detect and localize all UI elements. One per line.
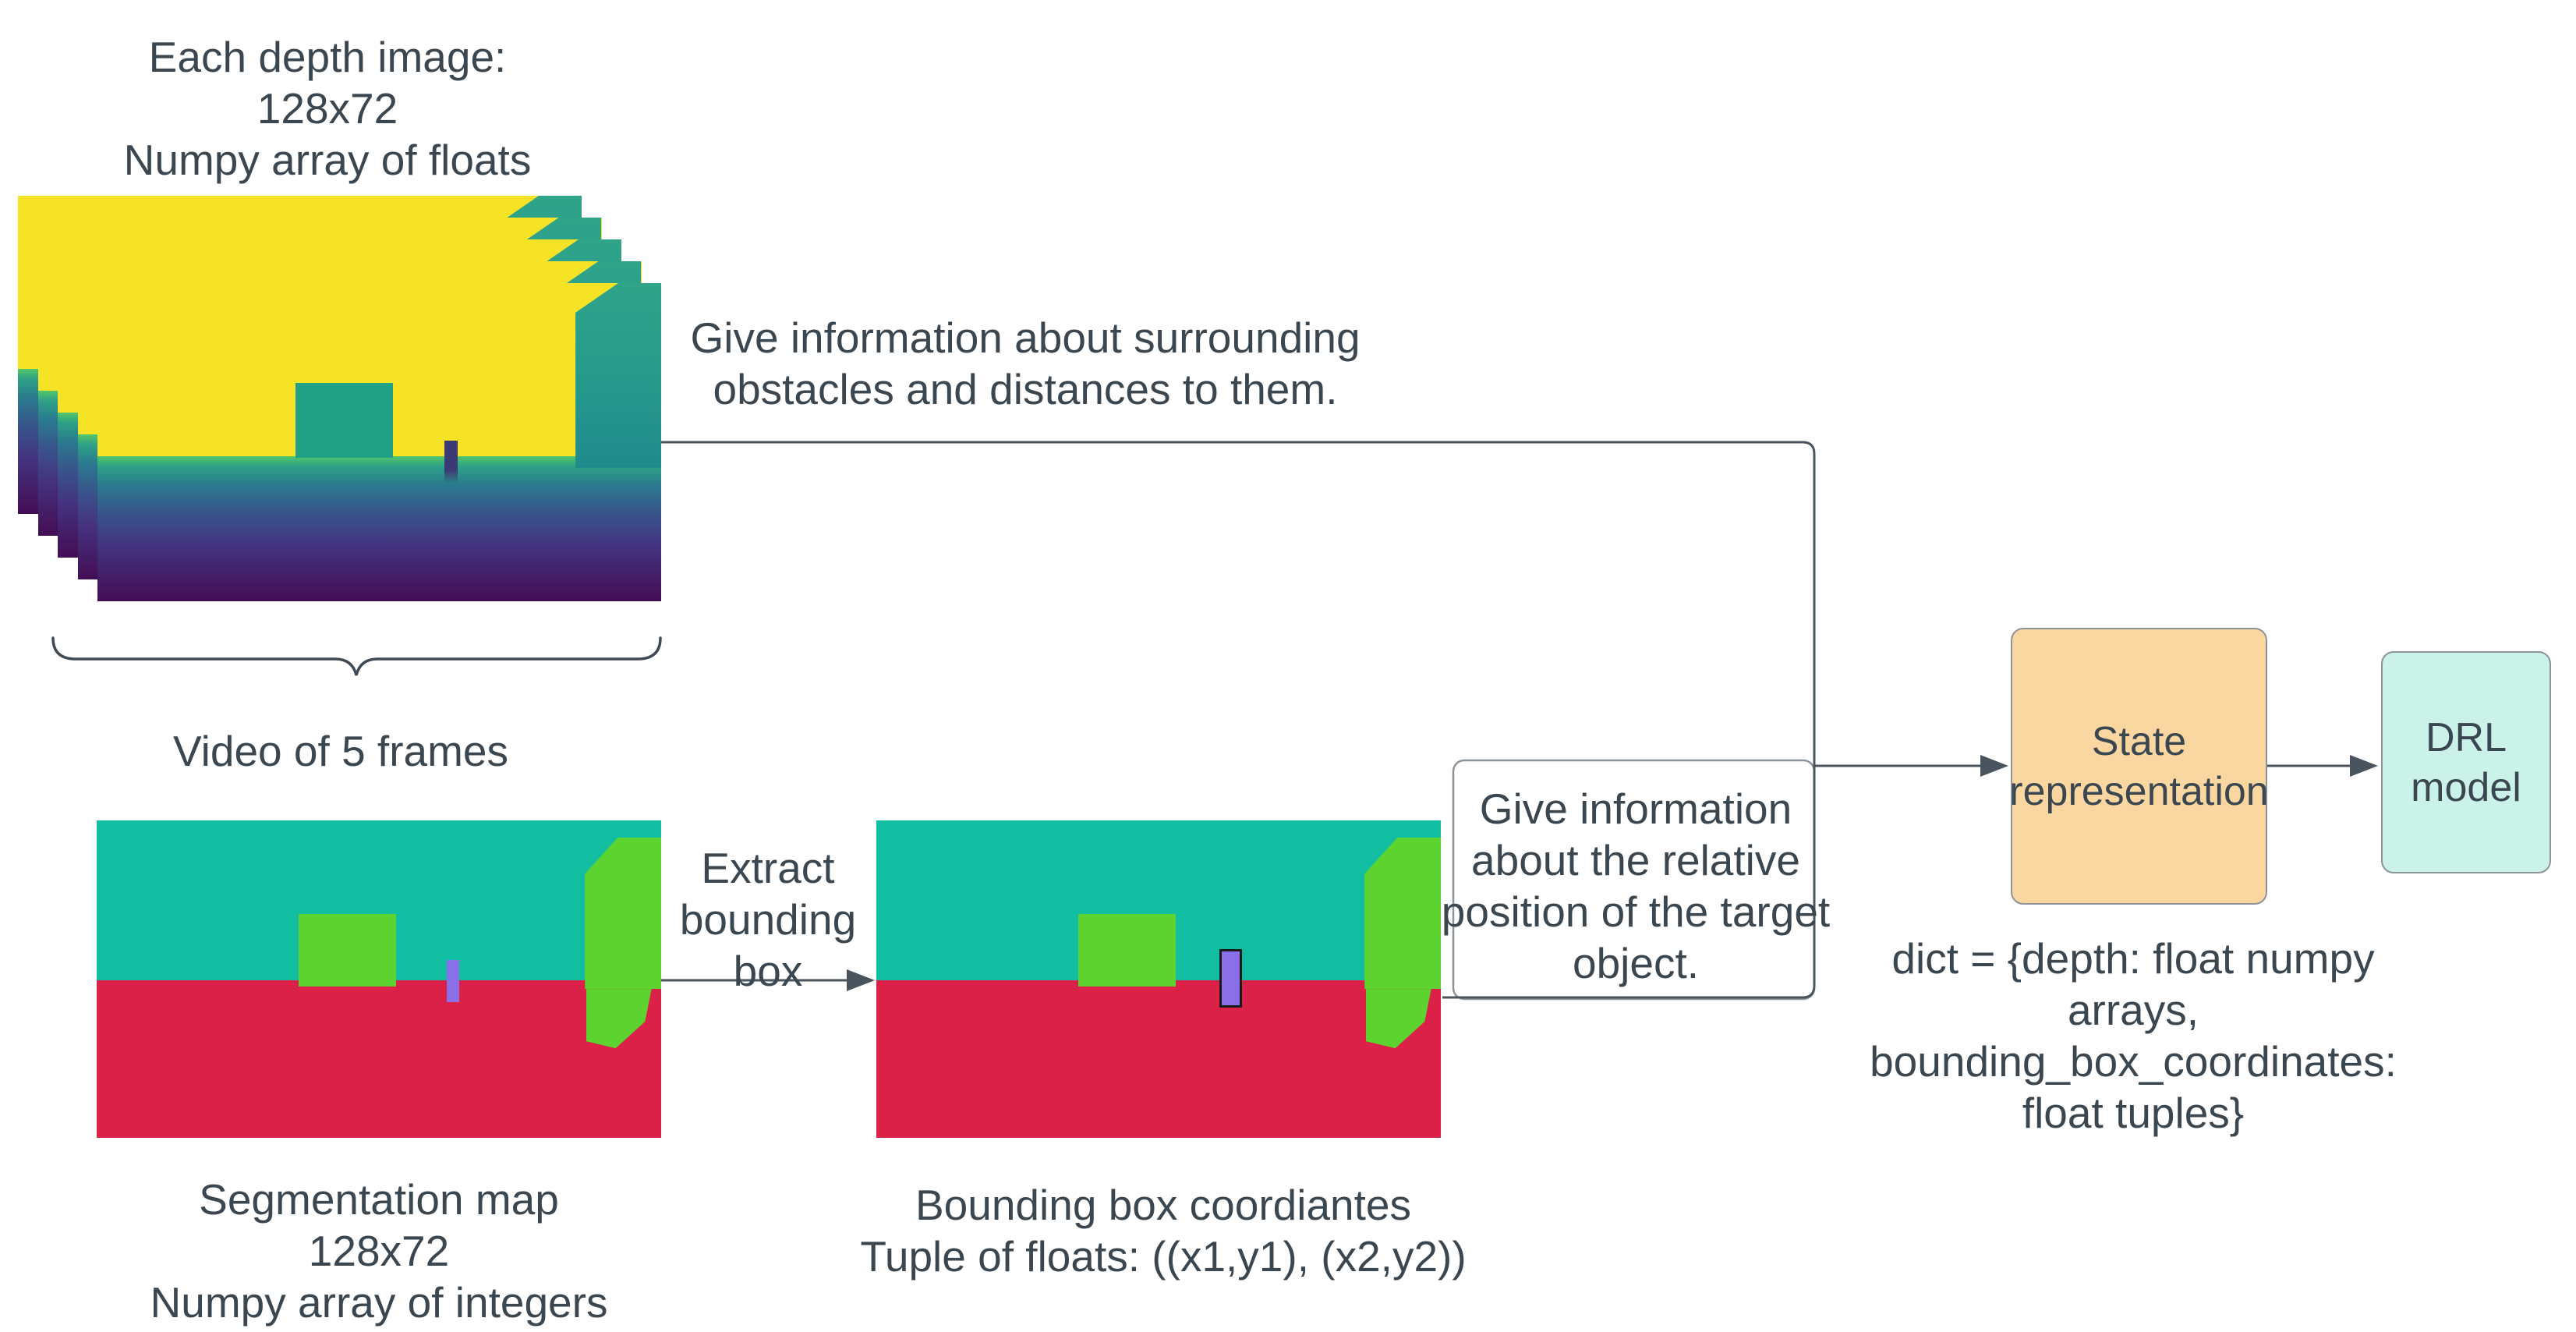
bounding-box-caption: Bounding box coordiantes Tuple of floats…: [860, 1181, 1467, 1281]
relative-position-info-text: Give information about the relative posi…: [1441, 785, 1831, 987]
state-representation-label: State representation: [2009, 718, 2269, 814]
segmentation-map-with-bbox: [876, 820, 1441, 1138]
seg-target-object: [446, 960, 459, 1003]
bounding-box-outline: [1219, 948, 1243, 1008]
seg-wall-region: [1364, 837, 1441, 990]
drl-input-arrowhead-icon: [2350, 755, 2378, 777]
depth-info-text: Give information about surrounding obsta…: [690, 314, 1361, 413]
video-frames-label: Video of 5 frames: [172, 727, 509, 775]
seg-wall-region: [585, 837, 661, 990]
state-representation-node: State representation: [2009, 628, 2269, 905]
drl-model-node: DRL model: [2381, 651, 2551, 873]
depth-ground-region: [97, 455, 661, 601]
depth-building-region: [295, 383, 393, 459]
seg-building-region: [299, 914, 397, 987]
depth-frame: [97, 283, 661, 601]
seg-ground-region: [876, 980, 1441, 1138]
depth-target-object: [444, 440, 458, 484]
extract-bounding-box-label: Extract bounding box: [679, 844, 857, 995]
depth-image-title: Each depth image: 128x72 Numpy array of …: [123, 33, 532, 184]
video-frames-brace: [51, 636, 662, 676]
seg-building-region: [1078, 914, 1177, 987]
depth-wall-region: [575, 283, 661, 468]
state-input-arrowhead-icon: [1980, 755, 2008, 777]
drl-model-label: DRL model: [2411, 714, 2521, 810]
seg-ground-region: [97, 980, 661, 1138]
dict-structure-label: dict = {depth: float numpy arrays, bound…: [1870, 934, 2397, 1137]
segmentation-map: [97, 820, 661, 1138]
segmentation-map-caption: Segmentation map 128x72 Numpy array of i…: [150, 1175, 608, 1327]
